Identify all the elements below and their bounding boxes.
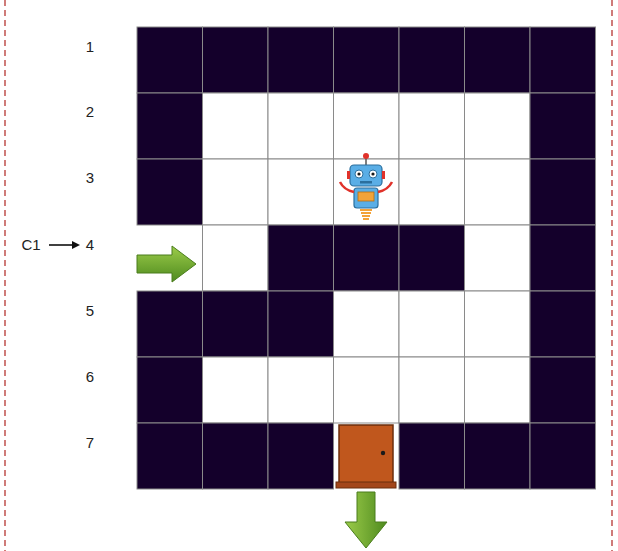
exit-door [336, 425, 396, 488]
wall-cell [137, 291, 203, 357]
wall-cell [399, 225, 465, 291]
callout-label: C1 [21, 237, 40, 254]
path-cell [465, 159, 531, 225]
wall-cell [268, 27, 334, 93]
path-cell [399, 291, 465, 357]
row-number: 7 [86, 435, 94, 452]
robot-figure [340, 153, 392, 219]
row-number: 4 [86, 237, 94, 254]
wall-cell [530, 225, 596, 291]
wall-cell [203, 27, 269, 93]
wall-cell [137, 159, 203, 225]
robot-pupil [371, 172, 374, 175]
wall-cell [137, 93, 203, 159]
robot-head [350, 165, 382, 186]
wall-cell [137, 423, 203, 489]
path-cell [334, 291, 400, 357]
door-step [336, 482, 396, 488]
path-cell [465, 225, 531, 291]
pointer-head [72, 241, 80, 249]
dashed-border [611, 0, 613, 551]
path-cell [203, 93, 269, 159]
green-arrow [345, 492, 387, 548]
dashed-border [4, 0, 6, 551]
path-cell [268, 357, 334, 423]
path-cell [399, 357, 465, 423]
wall-cell [399, 423, 465, 489]
wall-cell [530, 93, 596, 159]
wall-cell [465, 423, 531, 489]
row-number: 2 [86, 104, 94, 121]
path-cell [203, 159, 269, 225]
path-cell [465, 93, 531, 159]
wall-cell [530, 357, 596, 423]
path-cell [334, 159, 400, 225]
path-cell [399, 159, 465, 225]
wall-cell [137, 357, 203, 423]
robot-antenna-tip [363, 153, 369, 159]
wall-cell [334, 27, 400, 93]
pointer-line [49, 244, 72, 246]
entrance-arrow [137, 246, 196, 282]
wall-cell [268, 225, 334, 291]
path-cell [268, 93, 334, 159]
path-cell [334, 357, 400, 423]
wall-cell [399, 27, 465, 93]
green-arrow [137, 246, 196, 282]
path-cell [465, 357, 531, 423]
wall-cell [203, 291, 269, 357]
robot-arm [378, 182, 392, 192]
row-number: 6 [86, 369, 94, 386]
wall-cell [268, 423, 334, 489]
wall-cell [137, 27, 203, 93]
row-number: 5 [86, 303, 94, 320]
wall-cell [465, 27, 531, 93]
door-knob [381, 451, 385, 455]
row-number: 3 [86, 170, 94, 187]
robot-ear [347, 171, 350, 179]
robot-panel [358, 192, 374, 201]
wall-cell [334, 225, 400, 291]
path-cell [399, 93, 465, 159]
wall-cell [203, 423, 269, 489]
path-cell [334, 93, 400, 159]
robot-eye [369, 170, 377, 178]
path-cell [203, 225, 269, 291]
pointer-arrow [49, 241, 80, 249]
exit-arrow [345, 492, 387, 548]
path-cell [465, 291, 531, 357]
robot-eye [355, 170, 363, 178]
wall-cell [530, 159, 596, 225]
door-panel [339, 425, 393, 483]
robot-pupil [357, 172, 360, 175]
robot-spring [360, 210, 372, 219]
wall-cell [530, 291, 596, 357]
wall-cell [530, 423, 596, 489]
path-cell [203, 357, 269, 423]
wall-cell [530, 27, 596, 93]
robot-mouth [360, 181, 372, 184]
maze-grid [137, 27, 596, 489]
robot-body [354, 188, 378, 208]
robot-arm [340, 182, 354, 192]
row-number: 1 [86, 39, 94, 56]
wall-cell [268, 291, 334, 357]
path-cell [268, 159, 334, 225]
robot-ear [382, 171, 385, 179]
